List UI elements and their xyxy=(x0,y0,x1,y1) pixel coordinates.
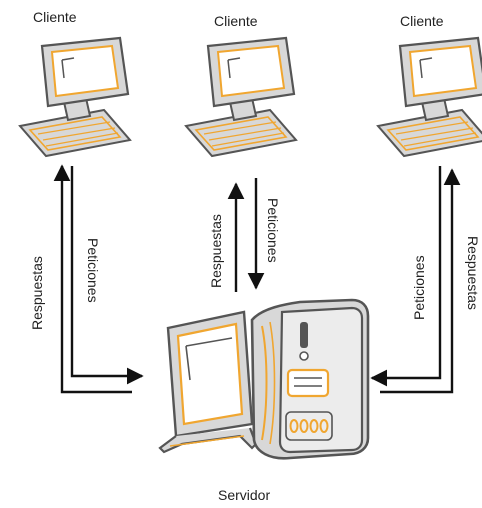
center-requests-label: Peticiones xyxy=(265,198,281,263)
server-tower-icon xyxy=(160,300,368,458)
left-requests-arrow xyxy=(72,166,142,376)
right-responses-label: Respuestas xyxy=(465,236,481,310)
client-label-right: Cliente xyxy=(400,13,444,29)
server-label: Servidor xyxy=(218,487,270,503)
client-label-left: Cliente xyxy=(33,9,77,25)
left-requests-label: Peticiones xyxy=(85,238,101,303)
desktop-computer-icon xyxy=(186,38,296,156)
left-responses-label: Respuestas xyxy=(29,256,45,330)
right-requests-arrow xyxy=(372,166,440,378)
client-label-center: Cliente xyxy=(214,13,258,29)
desktop-computer-icon xyxy=(378,38,482,156)
right-requests-label: Peticiones xyxy=(411,255,427,320)
desktop-computer-icon xyxy=(20,38,130,156)
center-responses-label: Respuestas xyxy=(208,214,224,288)
